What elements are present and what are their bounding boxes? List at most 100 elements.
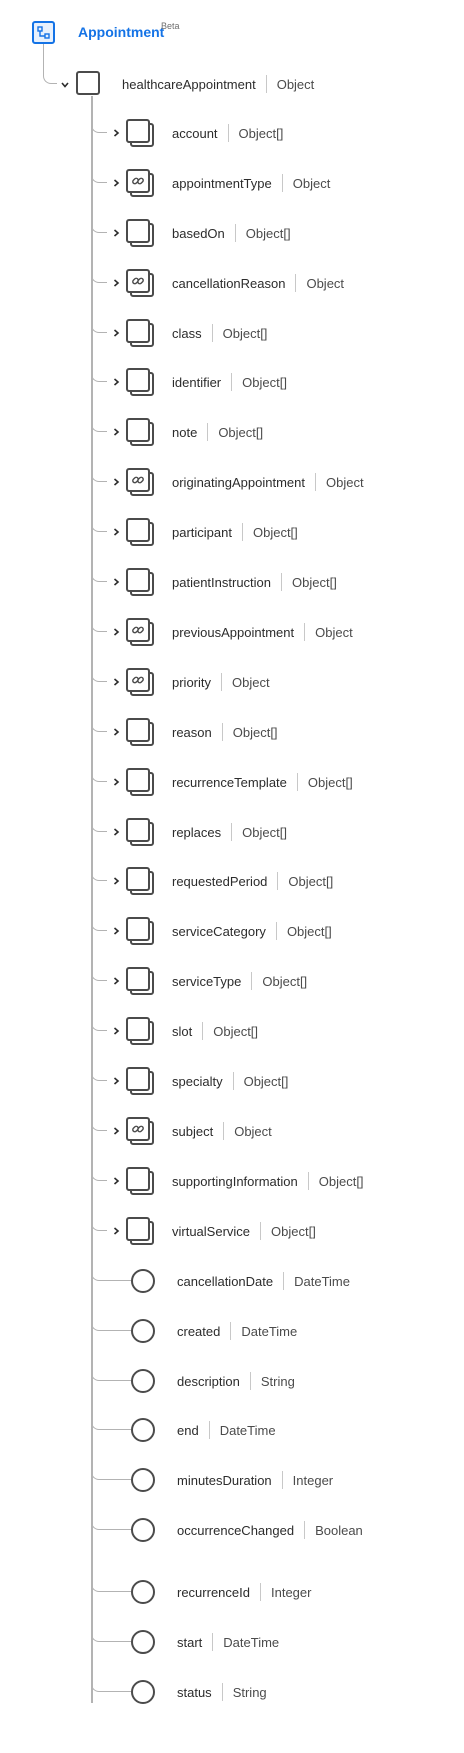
- divider: [295, 274, 297, 292]
- field-name: cancellationReason: [172, 275, 286, 291]
- field-name: supportingInformation: [172, 1173, 298, 1189]
- field-item-participant[interactable]: participant Object[]: [172, 522, 298, 542]
- divider: [281, 573, 283, 591]
- chevron-right-icon[interactable]: [111, 627, 121, 637]
- connector-line: [91, 670, 107, 682]
- chevron-right-icon[interactable]: [111, 827, 121, 837]
- chevron-right-icon[interactable]: [111, 527, 121, 537]
- chevron-right-icon[interactable]: [111, 777, 121, 787]
- field-type: Object: [232, 674, 270, 690]
- object-array-icon: [126, 119, 154, 147]
- field-name: end: [177, 1422, 199, 1438]
- chevron-right-icon[interactable]: [111, 1026, 121, 1036]
- chevron-right-icon[interactable]: [111, 228, 121, 238]
- field-name: cancellationDate: [177, 1273, 274, 1289]
- field-name: status: [177, 1684, 212, 1700]
- linked-object-icon: [126, 668, 154, 696]
- field-item-serviceCategory[interactable]: serviceCategory Object[]: [172, 921, 332, 941]
- field-item-cancellationDate[interactable]: cancellationDate DateTime: [177, 1271, 350, 1291]
- chevron-right-icon[interactable]: [111, 727, 121, 737]
- field-name: participant: [172, 524, 232, 540]
- connector-line: [91, 1069, 107, 1081]
- link-icon: [132, 476, 144, 484]
- field-name: minutesDuration: [177, 1472, 272, 1488]
- field-type: Object[]: [213, 1023, 259, 1039]
- divider: [231, 373, 233, 391]
- field-type: Object[]: [262, 973, 308, 989]
- chevron-right-icon[interactable]: [111, 128, 121, 138]
- object-array-icon: [126, 1217, 154, 1245]
- chevron-right-icon[interactable]: [111, 976, 121, 986]
- primitive-field-icon: [131, 1630, 155, 1654]
- divider: [265, 75, 267, 93]
- chevron-right-icon[interactable]: [111, 377, 121, 387]
- field-name: serviceCategory: [172, 923, 266, 939]
- chevron-right-icon[interactable]: [111, 178, 121, 188]
- field-type: DateTime: [294, 1273, 350, 1289]
- field-type: Object[]: [286, 923, 332, 939]
- field-type: Integer: [270, 1584, 312, 1600]
- linked-object-icon: [126, 468, 154, 496]
- chevron-right-icon[interactable]: [111, 1226, 121, 1236]
- chevron-right-icon[interactable]: [111, 876, 121, 886]
- primitive-field-icon: [131, 1418, 155, 1442]
- object-array-icon: [126, 917, 154, 945]
- field-type: Object[]: [243, 1073, 289, 1089]
- divider: [304, 1521, 306, 1539]
- chevron-right-icon[interactable]: [111, 677, 121, 687]
- chevron-down-icon[interactable]: [60, 80, 70, 90]
- divider: [259, 1583, 261, 1601]
- field-type: Object[]: [252, 524, 298, 540]
- parent-field[interactable]: healthcareAppointment Object: [122, 74, 314, 94]
- field-name: healthcareAppointment: [122, 76, 256, 92]
- object-array-icon: [126, 1067, 154, 1095]
- connector-line: [91, 1319, 131, 1331]
- chevron-right-icon[interactable]: [111, 278, 121, 288]
- chevron-right-icon[interactable]: [111, 1176, 121, 1186]
- chevron-right-icon[interactable]: [111, 1076, 121, 1086]
- connector-line: [91, 1518, 131, 1530]
- divider: [232, 1072, 234, 1090]
- root-title[interactable]: Appointment: [78, 24, 165, 40]
- chevron-right-icon[interactable]: [111, 477, 121, 487]
- connector-line: [91, 221, 107, 233]
- chevron-right-icon[interactable]: [111, 926, 121, 936]
- chevron-right-icon[interactable]: [111, 328, 121, 338]
- object-array-icon: [126, 718, 154, 746]
- chevron-right-icon[interactable]: [111, 427, 121, 437]
- object-array-icon: [126, 768, 154, 796]
- divider: [212, 1633, 214, 1651]
- connector-line: [91, 1269, 131, 1281]
- chevron-right-icon[interactable]: [111, 1126, 121, 1136]
- chevron-right-icon[interactable]: [111, 577, 121, 587]
